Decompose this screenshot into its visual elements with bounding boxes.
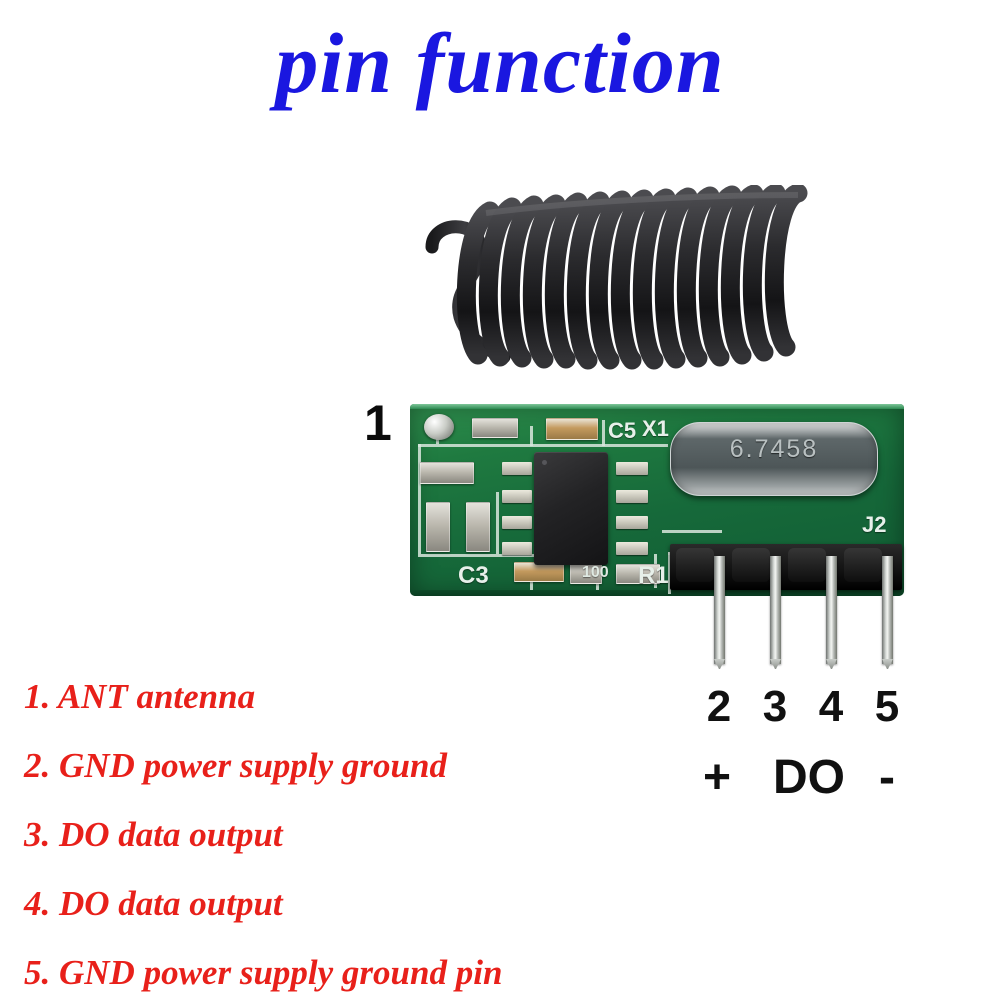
callout-pin-2: 2 (706, 682, 732, 731)
header-bump (676, 548, 714, 582)
silk-label-r1: R1 (638, 562, 669, 589)
crystal-marking: 6.7458 (729, 435, 819, 463)
smd-resistor (616, 564, 660, 584)
ic-pad (502, 516, 532, 529)
silk-trace (418, 554, 536, 557)
pcb-board: 6.7458 C5 X1 C3 100 R1 J2 (410, 404, 904, 596)
smd-capacitor (466, 502, 490, 552)
callout-pin-5: 5 (874, 682, 900, 731)
silk-label-c3: C3 (458, 562, 489, 589)
pcb-top-edge (410, 404, 904, 409)
smd-capacitor (426, 502, 450, 552)
silk-trace (496, 492, 499, 554)
silk-label-100: 100 (582, 564, 609, 581)
smd-resistor (546, 418, 598, 440)
ic-pad (616, 542, 648, 555)
antenna-solder-pad (424, 414, 454, 440)
silk-trace (668, 552, 671, 594)
ic-pad (616, 490, 648, 503)
callout-symbol-data: DO (773, 751, 845, 804)
header-bump (788, 548, 826, 582)
page-title: pin function (275, 15, 725, 111)
callout-symbol-minus: - (879, 751, 895, 804)
ic-pin1-marker (542, 460, 547, 465)
smd-resistor (472, 418, 518, 438)
ic-pad (502, 490, 532, 503)
header-pin-2 (714, 556, 725, 664)
header-pin-3-tip (770, 659, 781, 669)
silk-label-x1: X1 (642, 416, 669, 441)
pcb-bottom-edge (410, 590, 904, 596)
ic-pad (502, 462, 532, 475)
silk-label-j2: J2 (862, 512, 887, 537)
header-pin-5 (882, 556, 893, 664)
header-pin-4-tip (826, 659, 837, 669)
callout-symbol-plus: + (702, 751, 732, 804)
silk-trace (418, 444, 421, 554)
legend-item-3: 3. DO data output (24, 815, 283, 854)
smd-resistor (420, 462, 474, 484)
ic-pad (616, 516, 648, 529)
antenna-svg (425, 183, 808, 420)
ic-pad (616, 462, 648, 475)
callout-pin-4: 4 (818, 682, 844, 731)
silk-trace (662, 530, 722, 533)
legend-item-2: 2. GND power supply ground (24, 746, 447, 785)
legend-item-5: 5. GND power supply ground pin (24, 953, 503, 992)
crystal-oscillator: 6.7458 (670, 422, 878, 496)
silk-trace (602, 420, 605, 446)
legend-item-4: 4. DO data output (24, 884, 283, 923)
pin-header-block (670, 544, 902, 590)
legend-list: 1. ANT antenna 2. GND power supply groun… (24, 662, 724, 1000)
header-pin-3 (770, 556, 781, 664)
header-pin-2-tip (714, 659, 725, 669)
header-pin-4 (826, 556, 837, 664)
ic-chip (534, 452, 608, 565)
header-bump (732, 548, 770, 582)
silk-trace (530, 426, 533, 446)
callout-pin-1: 1 (364, 395, 392, 451)
antenna-coil (400, 183, 820, 435)
header-pin-5-tip (882, 659, 893, 669)
silk-label-c5: C5 (608, 418, 637, 443)
legend-item-1: 1. ANT antenna (24, 677, 256, 716)
ic-pad (502, 542, 532, 555)
smd-resistor (514, 562, 564, 582)
callout-pin-3: 3 (762, 682, 788, 731)
silk-trace (418, 444, 668, 447)
header-bump (844, 548, 882, 582)
